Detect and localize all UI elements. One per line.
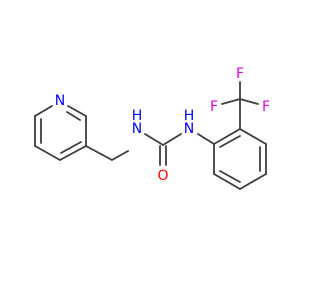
bond (219, 135, 241, 148)
bond (213, 173, 241, 190)
trifluoromethyl-group (221, 81, 259, 130)
bond (239, 173, 267, 190)
phenyl-ring (213, 128, 267, 190)
bond (59, 145, 87, 161)
amide-hydrogen-right-label: H (184, 108, 195, 124)
amide-nitrogen-left-label: N (132, 121, 142, 137)
fluorine-right-label: F (262, 99, 270, 115)
bond (144, 133, 164, 146)
bond (85, 145, 113, 161)
pyridine-ring (34, 105, 87, 161)
bond (60, 141, 82, 154)
bond (162, 133, 182, 146)
bond (66, 111, 81, 121)
bond (67, 105, 87, 117)
bond (213, 128, 241, 145)
bond (221, 98, 241, 105)
bond (197, 133, 215, 145)
bond (219, 170, 241, 183)
bond (239, 128, 267, 145)
bond (34, 145, 61, 161)
fluorine-top-label: F (236, 66, 244, 82)
bond (239, 98, 259, 105)
structure-diagram: N N H N H O F F F (34, 66, 270, 190)
amide-hydrogen-left-label: H (132, 108, 143, 124)
atom-labels: N N H N H O F F F (55, 66, 270, 184)
molecule-canvas: N N H N H O F F F (34, 66, 270, 190)
carbonyl-oxygen-label: O (157, 168, 168, 184)
amide-nitrogen-right-label: N (184, 121, 194, 137)
pyridine-nitrogen-label: N (55, 93, 65, 109)
bond (111, 150, 129, 161)
urea-linker (85, 133, 215, 166)
bond (34, 105, 53, 117)
fluorine-left-label: F (210, 99, 218, 115)
